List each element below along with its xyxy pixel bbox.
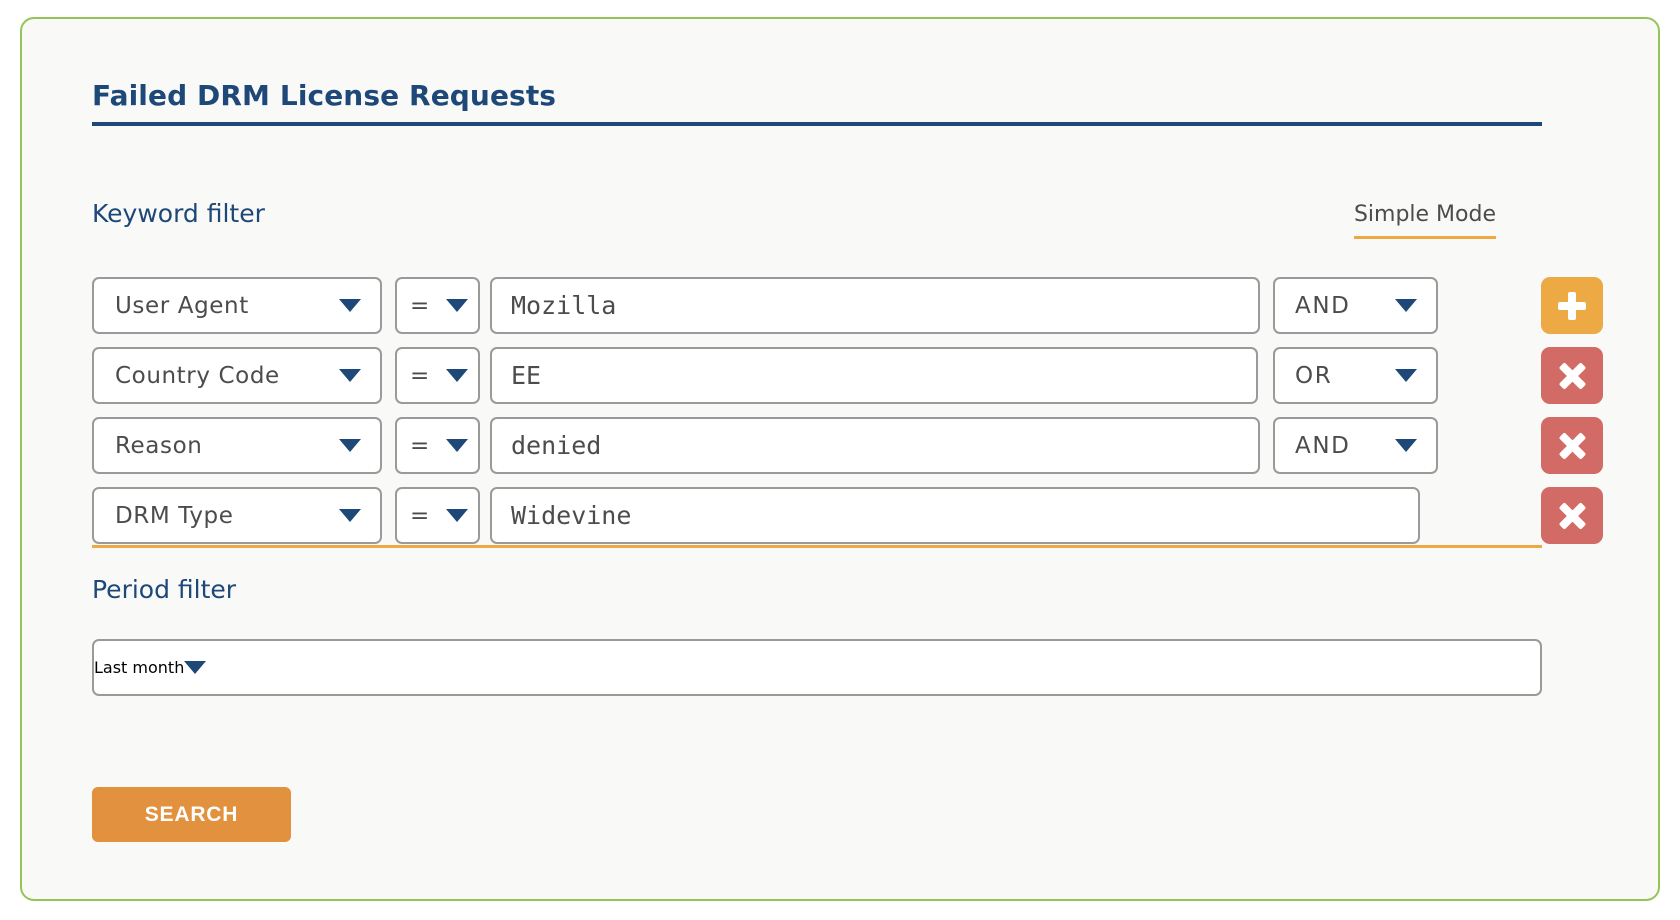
filter-value-text: EE: [511, 361, 542, 390]
filter-value-text: denied: [511, 431, 602, 460]
close-icon: [1558, 502, 1586, 530]
simple-mode-toggle[interactable]: Simple Mode: [1353, 202, 1496, 239]
add-filter-row-button[interactable]: [1541, 277, 1603, 334]
page-title: Failed DRM License Requests: [92, 79, 557, 112]
filter-operator-value: =: [410, 292, 430, 319]
filter-operator-value: =: [410, 432, 430, 459]
chevron-down-icon: [1395, 369, 1417, 382]
chevron-down-icon: [1395, 439, 1417, 452]
chevron-down-icon: [446, 439, 468, 452]
chevron-down-icon: [446, 369, 468, 382]
filter-field-value: Country Code: [115, 362, 280, 389]
filter-field-select[interactable]: Country Code: [92, 347, 382, 404]
filter-operator-select[interactable]: =: [395, 277, 480, 334]
filter-field-value: DRM Type: [115, 502, 234, 529]
filter-field-value: Reason: [115, 432, 203, 459]
filter-operator-select[interactable]: =: [395, 417, 480, 474]
chevron-down-icon: [1395, 299, 1417, 312]
filter-operator-value: =: [410, 502, 430, 529]
filter-logic-select[interactable]: AND: [1273, 277, 1438, 334]
filter-value-input[interactable]: EE: [490, 347, 1258, 404]
close-icon: [1558, 432, 1586, 460]
search-button[interactable]: SEARCH: [92, 787, 291, 842]
filter-field-value: User Agent: [115, 292, 249, 319]
remove-filter-row-button[interactable]: [1541, 347, 1603, 404]
remove-filter-row-button[interactable]: [1541, 487, 1603, 544]
remove-filter-row-button[interactable]: [1541, 417, 1603, 474]
chevron-down-icon: [339, 299, 361, 312]
chevron-down-icon: [339, 369, 361, 382]
failed-drm-license-requests-panel: Failed DRM License Requests Keyword filt…: [20, 17, 1660, 901]
chevron-down-icon: [446, 299, 468, 312]
filter-value-input[interactable]: denied: [490, 417, 1260, 474]
filter-value-input[interactable]: Widevine: [490, 487, 1420, 544]
filter-logic-value: AND: [1295, 292, 1351, 319]
filter-field-select[interactable]: User Agent: [92, 277, 382, 334]
filter-logic-select[interactable]: OR: [1273, 347, 1438, 404]
filter-logic-value: OR: [1295, 362, 1333, 389]
plus-icon: [1558, 291, 1586, 320]
filter-value-input[interactable]: Mozilla: [490, 277, 1260, 334]
filter-field-select[interactable]: DRM Type: [92, 487, 382, 544]
filter-field-select[interactable]: Reason: [92, 417, 382, 474]
close-icon: [1558, 362, 1586, 390]
period-filter-select[interactable]: Last month: [92, 639, 1542, 696]
filter-operator-value: =: [410, 362, 430, 389]
filter-logic-select[interactable]: AND: [1273, 417, 1438, 474]
filter-operator-select[interactable]: =: [395, 487, 480, 544]
chevron-down-icon: [339, 509, 361, 522]
chevron-down-icon: [184, 661, 207, 674]
filter-value-text: Mozilla: [511, 291, 617, 320]
filter-operator-select[interactable]: =: [395, 347, 480, 404]
period-filter-label: Period filter: [92, 575, 237, 604]
keyword-filter-label: Keyword filter: [92, 199, 265, 228]
title-underline-rule: [92, 122, 1542, 126]
filter-logic-value: AND: [1295, 432, 1351, 459]
chevron-down-icon: [339, 439, 361, 452]
filter-value-text: Widevine: [511, 501, 632, 530]
period-filter-value: Last month: [94, 658, 185, 677]
section-divider: [92, 545, 1542, 548]
chevron-down-icon: [446, 509, 468, 522]
